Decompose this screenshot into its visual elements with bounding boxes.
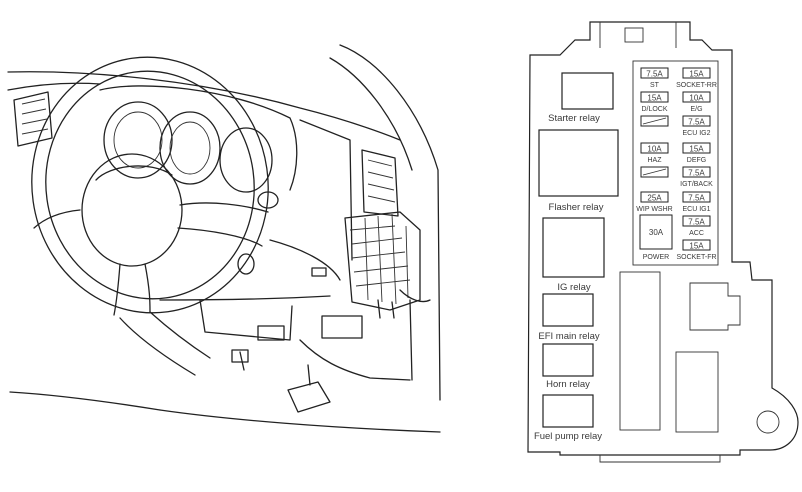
relay-fuel-pump: Fuel pump relay: [534, 394, 602, 442]
fuse-defg: 15A DEFG: [682, 142, 711, 164]
fuse-name: POWER: [643, 254, 669, 261]
fuse-igt-back: 7.5A IGT/BACK: [680, 166, 713, 188]
fuse-ecu-ig2: 7.5A ECU IG2: [682, 115, 711, 137]
fuse-amp: 7.5A: [688, 194, 705, 203]
fuse-amp: 7.5A: [688, 218, 705, 227]
relay-efi-main: EFI main relay: [538, 293, 600, 342]
fuse-amp: 7.5A: [646, 70, 663, 79]
fuse-socket-rr: 15A SOCKET-RR: [676, 67, 717, 89]
fuse-name: SOCKET-FR: [676, 254, 716, 261]
fuse-name: D/LOCK: [641, 106, 667, 113]
fuse-amp: 15A: [689, 242, 704, 251]
fuse-amp: 15A: [689, 145, 704, 154]
fuse-amp: 10A: [689, 94, 704, 103]
fuse-name: E/G: [690, 106, 702, 113]
fuse-panel: [632, 60, 719, 266]
relay-label: Horn relay: [546, 379, 590, 390]
fuse-name: ST: [650, 82, 660, 89]
relay-flasher: Flasher relay: [538, 129, 619, 213]
fuse-name: WIP WSHR: [636, 206, 672, 213]
fuse-wip-wshr: 25A WIP WSHR: [636, 191, 673, 213]
fuse-spare-2: [640, 166, 669, 178]
fuse-name: HAZ: [648, 157, 663, 164]
relay-label: EFI main relay: [538, 331, 599, 342]
fuse-name: SOCKET-RR: [676, 82, 717, 89]
fuse-name: ECU IG2: [682, 130, 710, 137]
fuse-eg: 10A E/G: [682, 91, 711, 113]
fuse-amp: 7.5A: [688, 169, 705, 178]
dashboard-illustration: [7, 44, 441, 433]
fuse-st: 7.5A ST: [640, 67, 669, 89]
relay-label: IG relay: [557, 282, 591, 293]
relay-label: Starter relay: [548, 113, 600, 124]
fuse-ecu-ig1: 7.5A ECU IG1: [682, 191, 711, 213]
relay-ig: IG relay: [542, 217, 605, 293]
fuse-spare-1: [640, 115, 669, 127]
fuse-amp: 15A: [689, 70, 704, 79]
relay-label: Fuel pump relay: [534, 431, 602, 442]
fuse-amp: 25A: [647, 194, 662, 203]
relay-label: Flasher relay: [549, 202, 604, 213]
fuse-name: ECU IG1: [682, 206, 710, 213]
fuse-name: ACC: [689, 230, 704, 237]
relay-starter: Starter relay: [548, 72, 614, 124]
fuse-name: IGT/BACK: [680, 181, 713, 188]
fuse-socket-fr: 15A SOCKET-FR: [676, 239, 717, 261]
fuse-amp: 7.5A: [688, 118, 705, 127]
relay-horn: Horn relay: [542, 343, 594, 390]
fuse-haz: 10A HAZ: [640, 142, 669, 164]
fuse-acc: 7.5A ACC: [682, 215, 711, 237]
fuse-name: DEFG: [687, 157, 706, 164]
fuse-amp: 15A: [647, 94, 662, 103]
fuse-amp: 10A: [647, 145, 662, 154]
fuse-amp: 30A: [649, 228, 664, 237]
fuse-power: 30A POWER: [639, 214, 673, 261]
fuse-dlock: 15A D/LOCK: [640, 91, 669, 113]
